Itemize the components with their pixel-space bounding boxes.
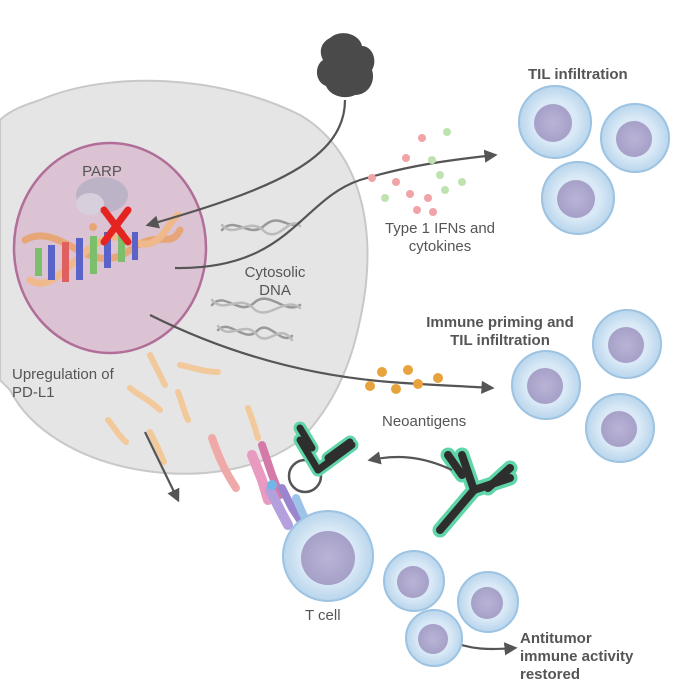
- antitumor-line1: Antitumor: [520, 630, 592, 647]
- pdl1-line1: Upregulation of: [12, 366, 114, 383]
- immune-priming-line2: TIL infiltration: [450, 332, 550, 349]
- arrows: [144, 99, 518, 656]
- immune-priming-title: Immune priming and TIL infiltration: [400, 314, 600, 350]
- immune-cell: [600, 103, 670, 173]
- immune-cell: [383, 550, 445, 612]
- neoantigen-particles: [365, 365, 443, 394]
- x-icon: [100, 206, 132, 246]
- arrow-cytokines: [174, 149, 498, 270]
- neoantigens-label: Neoantigens: [382, 413, 467, 430]
- arrow-antibody-binding: [367, 451, 453, 471]
- til-infiltration-title: TIL infiltration: [528, 66, 628, 83]
- immune-cell: [585, 393, 655, 463]
- cytosolic-dna-line2: DNA: [259, 282, 291, 299]
- cytosolic-dna-fragments: [210, 219, 302, 342]
- immune-cell: [518, 85, 592, 159]
- immune-cell: [541, 161, 615, 235]
- antibody-icon: [432, 447, 518, 538]
- nuclear-dna-helix: [21, 211, 184, 287]
- ifn-label: Type 1 IFNs and cytokines: [370, 220, 510, 256]
- drug-molecule-icon: [316, 33, 375, 98]
- immune-priming-line1: Immune priming and: [426, 314, 574, 331]
- cytosolic-dna-label: Cytosolic DNA: [230, 264, 320, 300]
- antitumor-label: Antitumor immune activity restored: [520, 630, 633, 684]
- ifn-line2: cytokines: [408, 238, 472, 255]
- immune-cell: [592, 309, 662, 379]
- t-cell-label: T cell: [305, 607, 341, 624]
- antitumor-line3: restored: [520, 666, 581, 683]
- t-cell: [282, 510, 374, 602]
- immune-cell: [457, 571, 519, 633]
- pd-l1-molecules: [105, 352, 261, 465]
- immune-cell: [405, 609, 463, 667]
- cytosolic-dna-line1: Cytosolic: [244, 264, 306, 281]
- arrow-drug-to-parp: [145, 99, 347, 229]
- ifn-line1: Type 1 IFNs and: [384, 220, 496, 237]
- parp-enzyme: [76, 177, 128, 215]
- cytokine-particles: [368, 128, 466, 216]
- antibody-icon: [293, 421, 359, 477]
- antitumor-line2: immune activity: [520, 648, 634, 665]
- arrow-pdl1-down: [144, 431, 180, 503]
- pdl1-label: Upregulation of PD-L1: [12, 366, 114, 402]
- parp-label: PARP: [82, 163, 122, 180]
- arrow-neoantigens: [149, 314, 495, 394]
- immune-cell: [511, 350, 581, 420]
- pdl1-line2: PD-L1: [12, 384, 55, 401]
